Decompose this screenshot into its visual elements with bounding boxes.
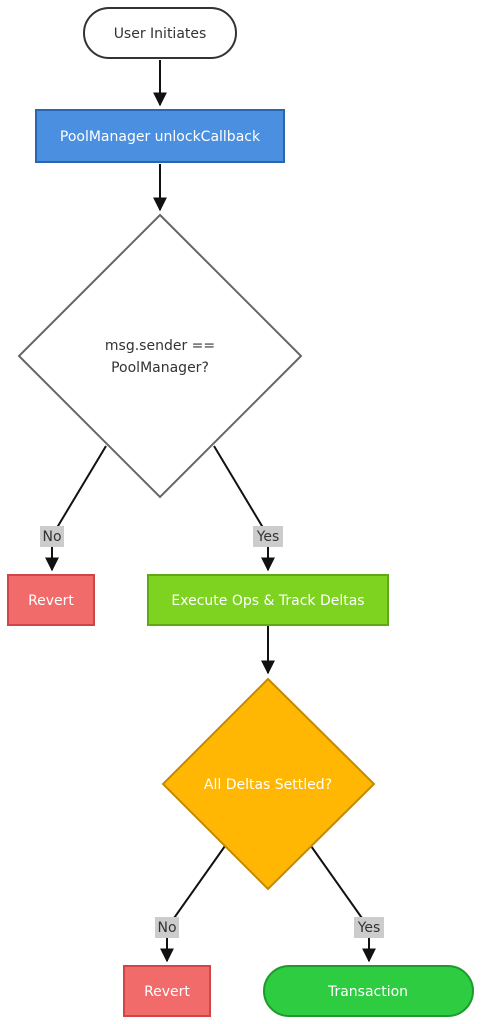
node-label: Revert [28,593,74,609]
edge-label-sender-no: No [40,526,64,547]
node-check-sender-decision[interactable]: msg.sender == PoolManager? [17,213,303,499]
node-execute-ops[interactable]: Execute Ops & Track Deltas [147,574,389,626]
edge-label-deltas-no: No [155,917,179,938]
node-revert-2[interactable]: Revert [123,965,211,1017]
node-transaction[interactable]: Transaction [263,965,474,1017]
node-label: User Initiates [114,26,207,42]
edge-label-text: Yes [256,529,280,545]
node-poolmanager-unlock-callback[interactable]: PoolManager unlockCallback [35,109,285,163]
node-label-line1: msg.sender == [105,338,215,354]
node-label: Revert [144,984,190,1000]
edge-check-deltas-no [160,845,226,963]
node-label: PoolManager unlockCallback [60,129,261,145]
node-label: Transaction [327,984,408,1000]
edge-label-text: No [42,529,61,545]
edge-label-deltas-yes: Yes [354,917,384,938]
edge-check-sender-no [45,445,107,572]
node-label: All Deltas Settled? [204,777,332,793]
node-check-deltas-decision[interactable]: All Deltas Settled? [161,677,376,891]
node-label: Execute Ops & Track Deltas [171,593,364,609]
edge-label-text: Yes [357,920,381,936]
node-user-initiates[interactable]: User Initiates [83,7,237,59]
node-revert-1[interactable]: Revert [7,574,95,626]
edge-check-deltas-yes [310,845,376,963]
edge-label-sender-yes: Yes [253,526,283,547]
node-label-line2: PoolManager? [111,360,209,376]
edge-check-sender-yes [213,445,275,572]
edge-label-text: No [157,920,176,936]
